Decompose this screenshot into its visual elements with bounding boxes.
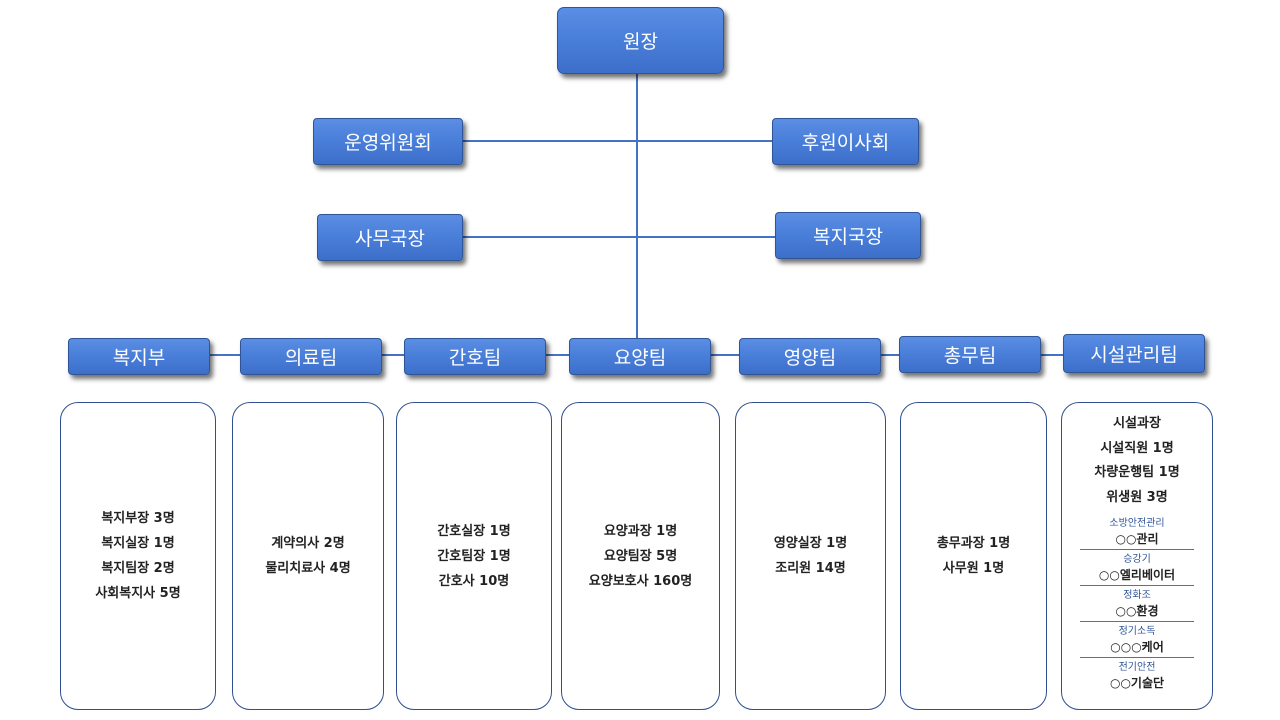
staff-box-nursing: 간호실장 1명 간호팀장 1명 간호사 10명 [396,402,552,710]
partner-company: ○○환경 [1115,604,1159,618]
support-board-node[interactable]: 후원이사회 [772,118,919,165]
staff-line: 복지부장 3명 [101,511,175,526]
team-node-medical[interactable]: 의료팀 [240,338,382,375]
staff-line: 물리치료사 4명 [265,561,351,576]
partner-company: ○○관리 [1115,532,1159,546]
welfare-director-node[interactable]: 복지국장 [775,212,921,259]
staff-line: 사무원 1명 [942,561,1005,576]
staff-line: 복지팀장 2명 [101,561,175,576]
team-node-care[interactable]: 요양팀 [569,338,711,375]
partner-category: 정화조 [1123,590,1151,601]
staff-line: 요양팀장 5명 [603,548,678,564]
team-node-nursing[interactable]: 간호팀 [404,338,546,375]
staff-line: 계약의사 2명 [271,536,345,551]
partner-entry-elevator: 승강기 ○○엘리베이터 [1080,550,1194,586]
staff-line: 영양실장 1명 [773,536,848,551]
team-node-welfare[interactable]: 복지부 [68,338,210,375]
staff-box-medical: 계약의사 2명 물리치료사 4명 [232,402,384,710]
staff-box-nutrition: 영양실장 1명 조리원 14명 [735,402,886,710]
team-node-general-affairs[interactable]: 총무팀 [899,336,1041,373]
staff-box-welfare: 복지부장 3명 복지실장 1명 복지팀장 2명 사회복지사 5명 [60,402,216,710]
connector-vertical-main [636,74,638,340]
director-node[interactable]: 원장 [557,7,724,74]
partner-entry-disinfection: 정기소독 ○○○케어 [1080,622,1194,658]
partner-company: ○○○케어 [1110,640,1164,654]
partner-entry-fire-safety: 소방안전관리 ○○관리 [1080,514,1194,550]
staff-line: 조리원 14명 [775,561,846,576]
staff-line: 요양보호사 160명 [588,573,693,589]
staff-line: 요양과장 1명 [603,523,678,539]
staff-box-general-affairs: 총무과장 1명 사무원 1명 [900,402,1047,710]
partner-entry-septic: 정화조 ○○환경 [1080,586,1194,622]
secretary-general-node[interactable]: 사무국장 [317,214,463,261]
team-node-facility[interactable]: 시설관리팀 [1063,334,1205,373]
partner-category: 소방안전관리 [1109,518,1165,529]
staff-line: 복지실장 1명 [101,536,175,551]
staff-line: 시설과장 [1113,416,1161,431]
connector-manager-row [463,236,775,238]
operating-committee-node[interactable]: 운영위원회 [313,118,463,165]
team-node-nutrition[interactable]: 영양팀 [739,338,881,375]
staff-box-care: 요양과장 1명 요양팀장 5명 요양보호사 160명 [561,402,720,710]
staff-line: 위생원 3명 [1106,489,1168,505]
partner-category: 전기안전 [1118,662,1156,673]
partner-category: 승강기 [1123,554,1151,565]
partner-entry-electrical: 전기안전 ○○기술단 [1080,658,1194,693]
staff-line: 간호사 10명 [438,573,510,589]
staff-line: 차량운행팀 1명 [1094,465,1180,480]
staff-line: 총무과장 1명 [936,536,1011,551]
partner-company: ○○기술단 [1109,676,1165,690]
staff-line: 간호실장 1명 [437,523,511,539]
staff-line: 간호팀장 1명 [437,548,511,564]
partner-company: ○○엘리베이터 [1098,568,1176,582]
staff-box-facility: 시설과장 시설직원 1명 차량운행팀 1명 위생원 3명 소방안전관리 ○○관리… [1061,402,1213,710]
staff-line: 시설직원 1명 [1100,440,1174,456]
staff-line: 사회복지사 5명 [95,586,181,601]
partner-category: 정기소독 [1118,626,1156,637]
connector-board-row [463,140,772,142]
